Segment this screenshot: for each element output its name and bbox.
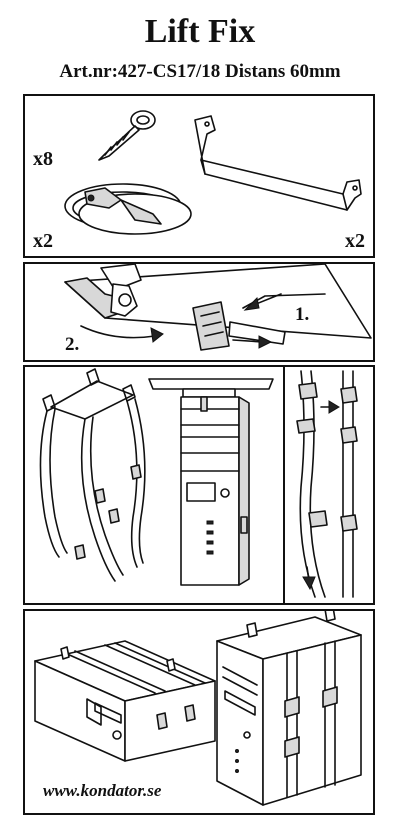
step-2-label: 2.: [65, 334, 80, 355]
strap-adjust-icon: [296, 370, 358, 598]
buckle-instruction-panel: 1. 2.: [23, 262, 375, 362]
website-url: www.kondator.se: [43, 781, 162, 800]
contents-illustration: [64, 110, 362, 235]
pc-under-desk-icon: [148, 378, 274, 586]
hanging-strap-icon: [39, 368, 146, 582]
strap-icon: [64, 183, 192, 235]
strap-quantity: x2: [33, 230, 53, 252]
article-number: Art.nr:427-CS17/18 Distans 60mm: [59, 61, 341, 82]
bracket-quantity: x2: [345, 230, 365, 252]
usage-panel: www.kondator.se: [23, 609, 375, 815]
mounting-illustration: [39, 368, 358, 598]
step-1-label: 1.: [295, 304, 310, 325]
screw-icon: [98, 110, 156, 161]
buckle-strap-icon: [64, 264, 372, 351]
product-title: Lift Fix: [144, 13, 256, 50]
bracket-icon: [194, 115, 362, 211]
section-divider: [283, 367, 285, 603]
screw-quantity: x8: [33, 148, 53, 170]
pull-arrow-icon: [80, 293, 282, 349]
mounting-panel: [23, 365, 375, 605]
desktop-case-icon: [34, 640, 216, 762]
usage-illustration: [34, 611, 362, 806]
contents-panel: x8 x2 x2: [23, 94, 375, 258]
tower-case-icon: [216, 611, 362, 806]
buckle-illustration: [64, 264, 372, 351]
